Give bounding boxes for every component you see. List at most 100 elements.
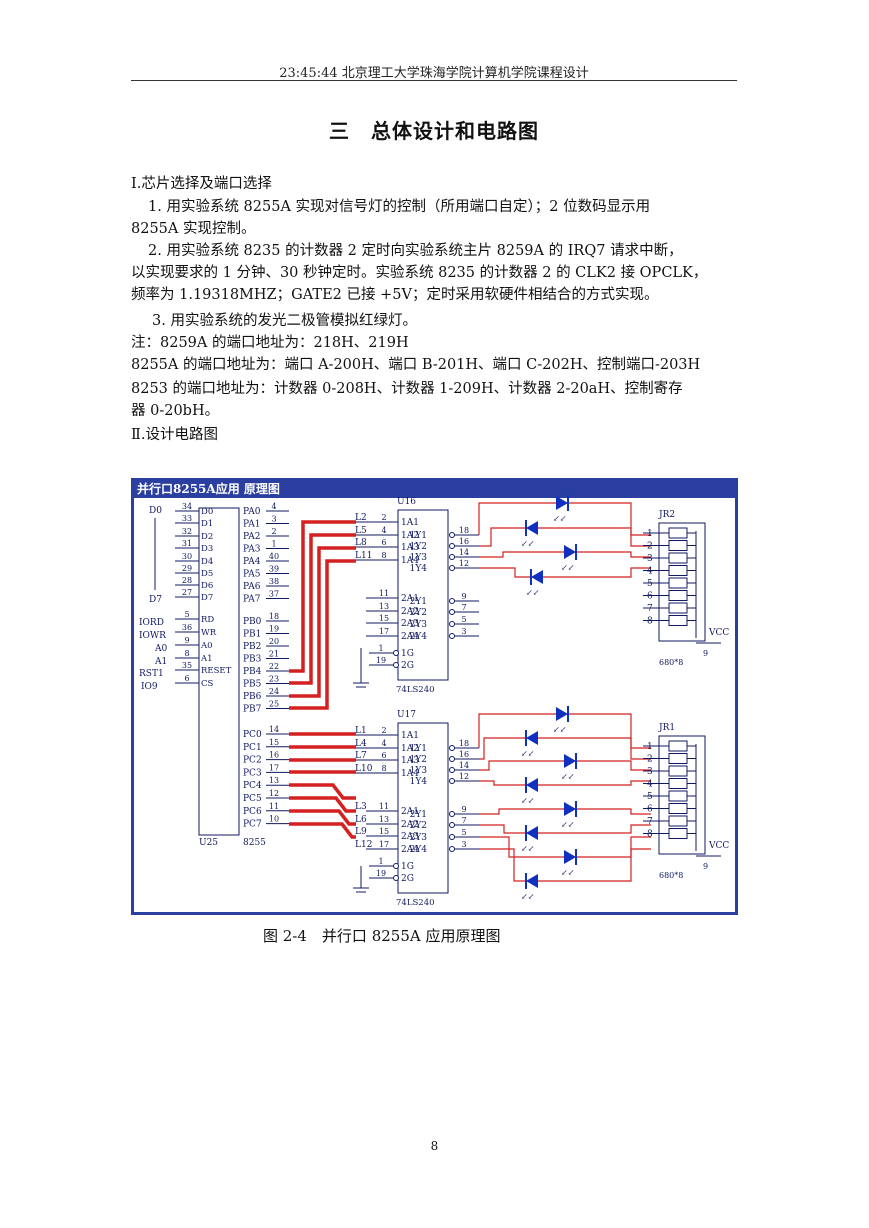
u25-pin-number: 33 xyxy=(182,514,192,523)
red-wire-portb xyxy=(289,533,356,685)
u16-inverter-bubble xyxy=(449,532,455,538)
u16-pin-number: 18 xyxy=(459,526,469,535)
u17-pin-number: 17 xyxy=(379,840,389,849)
u25-pin-number: 5 xyxy=(184,610,189,619)
u16-pin-number: 11 xyxy=(379,589,389,598)
u16-pin-number: 16 xyxy=(459,537,469,546)
u17-gate-bubble xyxy=(393,863,399,869)
u25-pin-number: 11 xyxy=(269,802,279,811)
red-wire-portb xyxy=(289,520,356,673)
u17-pin-number: 11 xyxy=(379,802,389,811)
u25-signal-label: IO9 xyxy=(141,682,158,692)
u25-pin-number: 31 xyxy=(182,539,192,548)
u25-pin-name: RD xyxy=(201,615,214,625)
u25-pin-name: A1 xyxy=(200,654,213,664)
u25-portc-label: PC6 xyxy=(243,807,262,817)
u25-pin-name: D0 xyxy=(201,507,213,517)
u17-pin-number: 1 xyxy=(378,857,383,866)
u25-porta-label: PA0 xyxy=(243,507,261,517)
u25-pin-name: RESET xyxy=(201,666,232,676)
u16-input-label: 1A3 xyxy=(401,543,419,553)
u25-pin-number: 35 xyxy=(182,661,192,670)
jr2-pin-number: 4 xyxy=(647,567,653,577)
u16-inverter-bubble xyxy=(449,621,455,627)
u25-portb-label: PB2 xyxy=(243,642,261,652)
u25-porta-label: PA7 xyxy=(243,595,261,605)
u25-signal-label: A1 xyxy=(154,657,167,667)
u17-line-label: L1 xyxy=(355,726,367,736)
u17-pin-number: 12 xyxy=(459,772,469,781)
u16-inverter-bubble xyxy=(449,554,455,560)
u25-portb-label: PB0 xyxy=(243,617,262,627)
jr2-pin-number: 6 xyxy=(647,592,653,602)
u17-line-label: L12 xyxy=(355,840,372,850)
u17-pin-number: 19 xyxy=(376,869,386,878)
u25-pin-name: D4 xyxy=(201,557,213,567)
u25-pin-number: 13 xyxy=(269,776,279,785)
u25-porta-label: PA5 xyxy=(243,570,261,580)
subsection-heading-1: Ⅰ.芯片选择及端口选择 xyxy=(131,176,272,192)
led-diode xyxy=(526,521,538,535)
u25-pin-number: 40 xyxy=(269,552,279,561)
red-wire-portc xyxy=(289,822,356,839)
circuit-diagram: 并行口8255A应用 原理图 34D033D132D231D330D429D52… xyxy=(134,481,735,912)
u16-name: U16 xyxy=(397,497,416,507)
u17-gate-label: 1G xyxy=(401,862,414,872)
u17-inverter-bubble xyxy=(449,756,455,762)
u17-input-label: 2A2 xyxy=(401,820,419,830)
u25-pin-number: 36 xyxy=(182,623,192,632)
jr2-pin-number: 1 xyxy=(647,529,653,539)
u25-porta-label: PA3 xyxy=(243,545,261,555)
u25-part: 8255 xyxy=(243,838,266,848)
u25-pin-number: 24 xyxy=(269,687,279,696)
jr2-pin-number: 5 xyxy=(647,579,653,589)
u16-gate-bubble xyxy=(393,650,399,656)
u25-pin-number: 10 xyxy=(269,815,279,824)
led-diode xyxy=(564,545,576,559)
u25-pin-number: 39 xyxy=(269,565,279,574)
u17-line-label: L10 xyxy=(355,764,373,774)
u17-pin-number: 14 xyxy=(459,761,469,770)
u16-pin-number: 6 xyxy=(381,538,386,547)
u16-input-label: 2A4 xyxy=(401,632,419,642)
led-diode xyxy=(526,731,538,745)
u16-output-label: 2Y1 xyxy=(410,597,427,607)
u17-inverter-bubble xyxy=(449,745,455,751)
u25-porta-label: PA6 xyxy=(243,582,261,592)
jr1-pin-number: 4 xyxy=(647,780,653,790)
u25-pin-number: 21 xyxy=(269,650,279,659)
led-emission-arrows: ↙↙ xyxy=(521,796,534,805)
u25-pin-name: D2 xyxy=(201,532,213,542)
led-diode xyxy=(564,850,576,864)
u17-pin-number: 16 xyxy=(459,750,469,759)
u16-pin-number: 8 xyxy=(381,551,386,560)
u25-pin-number: 3 xyxy=(271,515,276,524)
u25-signal-label: IORD xyxy=(139,618,164,628)
u17-pin-number: 6 xyxy=(381,751,386,760)
u25-body xyxy=(198,507,240,836)
jr1-pin-number: 8 xyxy=(647,830,653,840)
u17-inverter-bubble xyxy=(449,822,455,828)
led-red-wire xyxy=(478,502,651,536)
red-wire-portc xyxy=(289,783,356,800)
u16-input-label: 1A4 xyxy=(401,556,419,566)
led-red-wire xyxy=(479,567,651,578)
jr2-pin-number: 8 xyxy=(647,617,653,627)
u16-input-label: 1A2 xyxy=(401,531,419,541)
led-emission-arrows: ↙↙ xyxy=(521,749,534,758)
jr2-name: JR2 xyxy=(658,510,675,520)
u17-inverter-bubble xyxy=(449,846,455,852)
u17-output-label: 2Y2 xyxy=(410,821,427,831)
u25-pin-name: D5 xyxy=(201,569,213,579)
u16-input-label: 2A2 xyxy=(401,607,419,617)
u16-line-label: L8 xyxy=(355,538,367,548)
led-diode xyxy=(526,874,538,888)
jr2-pin-number: 2 xyxy=(647,542,653,552)
u25-pin-number: 20 xyxy=(269,637,279,646)
led-emission-arrows: ↙↙ xyxy=(561,820,574,829)
u17-pin-number: 2 xyxy=(381,726,386,735)
u17-input-label: 1A2 xyxy=(401,744,419,754)
u17-pin-number: 4 xyxy=(381,739,386,748)
